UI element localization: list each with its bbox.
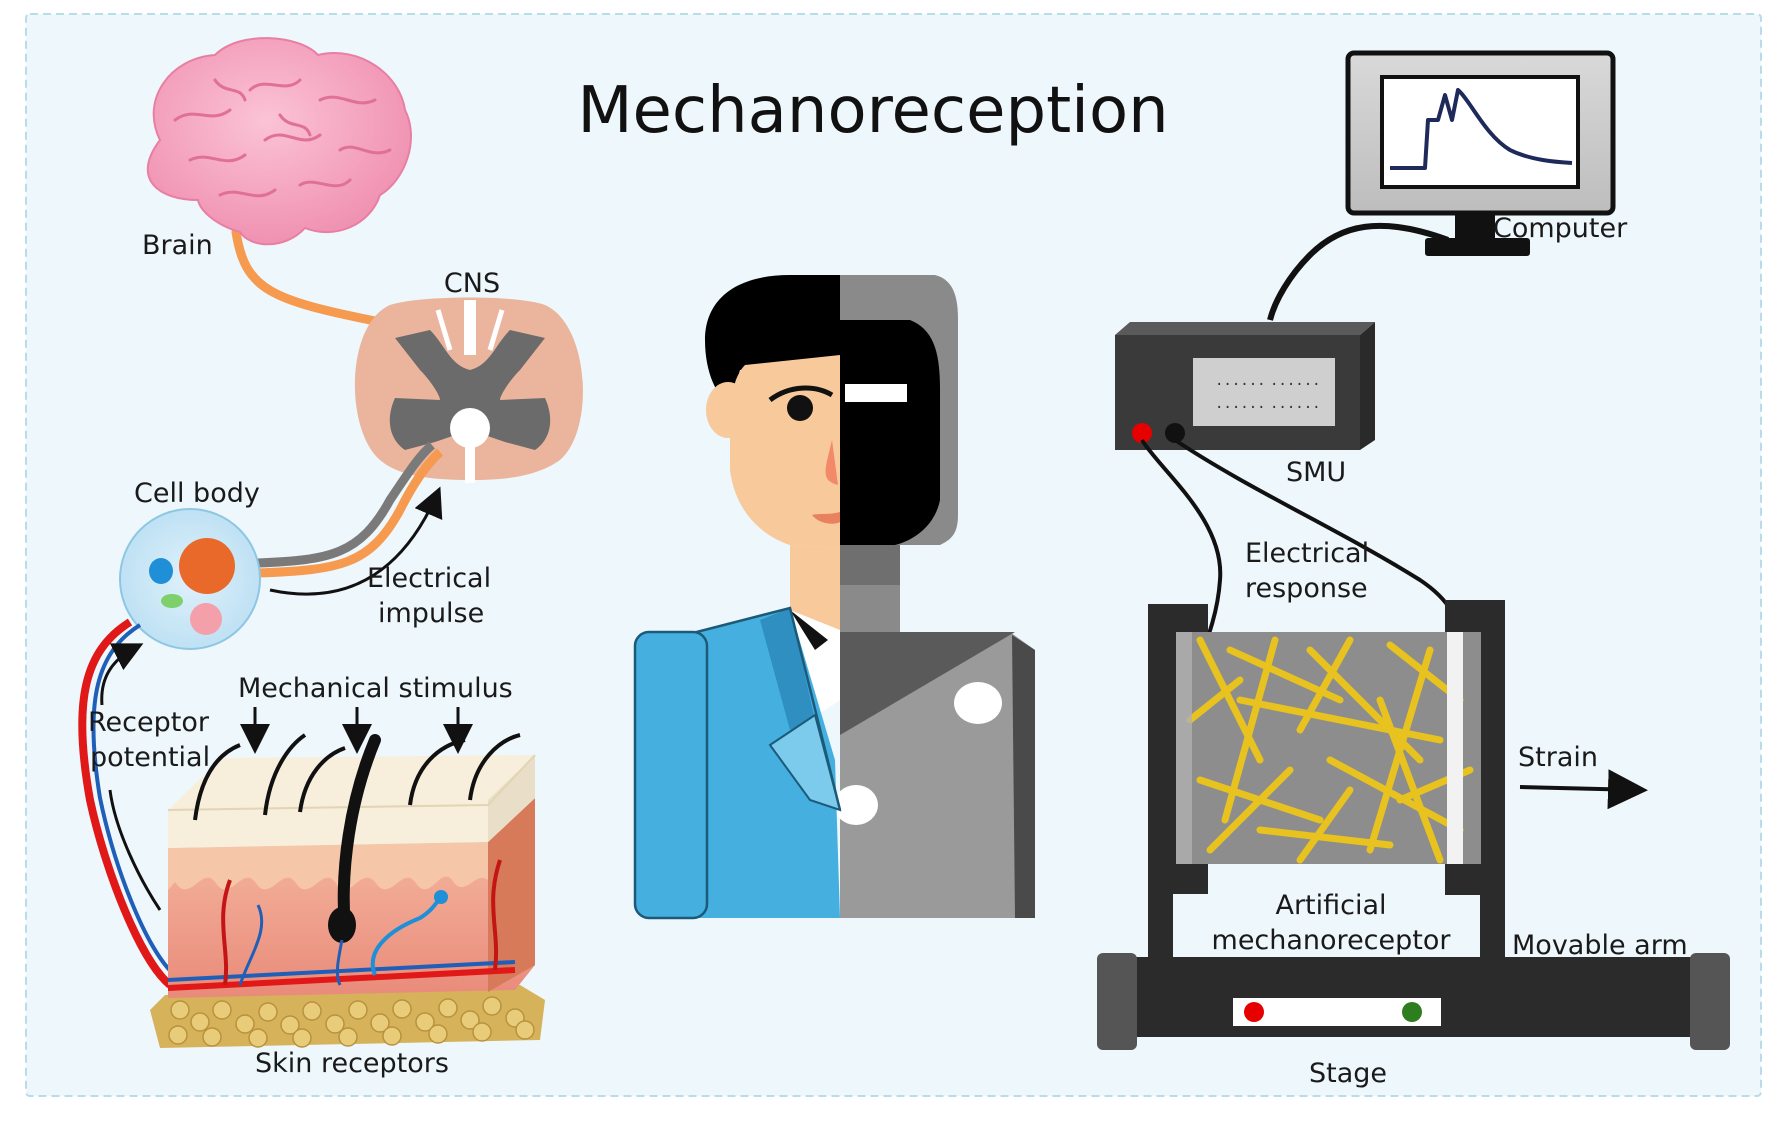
svg-text:......: ......	[1270, 373, 1321, 389]
afferent-vessel-blue	[91, 623, 180, 980]
nerve-fiber-orange	[257, 448, 444, 578]
impulse-arrow	[269, 486, 443, 596]
electrical-response-label-line2: response	[1245, 573, 1368, 604]
strain-arrow	[1519, 769, 1648, 810]
cns-label: CNS	[444, 268, 500, 299]
artificial-mechanoreceptor-label-line2: mechanoreceptor	[1212, 925, 1452, 956]
svg-text:......: ......	[1215, 396, 1266, 412]
stage-label: Stage	[1309, 1058, 1387, 1089]
skin-block-icon	[150, 733, 545, 1048]
computer-label: Computer	[1493, 213, 1628, 244]
usb-cable	[1267, 222, 1450, 321]
brain-label: Brain	[142, 230, 213, 261]
cell-body-label: Cell body	[134, 478, 260, 509]
spinal-cord-icon	[354, 297, 583, 483]
smu-label: SMU	[1286, 457, 1346, 488]
probe-wire-red	[1140, 438, 1223, 656]
computer-monitor-icon	[1345, 50, 1616, 256]
svg-text:......: ......	[1270, 396, 1321, 412]
electrical-impulse-label-line2: impulse	[378, 598, 484, 629]
electrical-impulse-label-line1: Electrical	[367, 563, 491, 594]
movable-arm-label: Movable arm	[1512, 930, 1688, 961]
afferent-vessel-red	[78, 618, 173, 989]
artificial-mechanoreceptor-film	[1176, 632, 1481, 864]
smu-device-icon: ...... ...... ...... ......	[1115, 322, 1375, 450]
skin-receptors-label: Skin receptors	[255, 1048, 449, 1079]
receptor-arrow	[100, 643, 144, 706]
artificial-mechanoreceptor-label-line1: Artificial	[1275, 890, 1386, 921]
svg-text:......: ......	[1215, 373, 1266, 389]
electrical-response-label-line1: Electrical	[1245, 538, 1369, 569]
page-title: Mechanoreception	[577, 74, 1168, 148]
receptor-potential-label-line1: Receptor	[88, 707, 210, 738]
human-robot-figure	[633, 275, 1035, 920]
receptor-line	[108, 789, 162, 911]
strain-label: Strain	[1518, 742, 1598, 773]
nerve-fiber-gray	[257, 441, 435, 568]
receptor-potential-label-line2: potential	[90, 742, 210, 773]
cell-body-icon	[119, 508, 261, 650]
brain-icon	[146, 37, 412, 246]
mechanical-stimulus-label: Mechanical stimulus	[238, 673, 513, 704]
brain-nerve	[231, 227, 385, 327]
